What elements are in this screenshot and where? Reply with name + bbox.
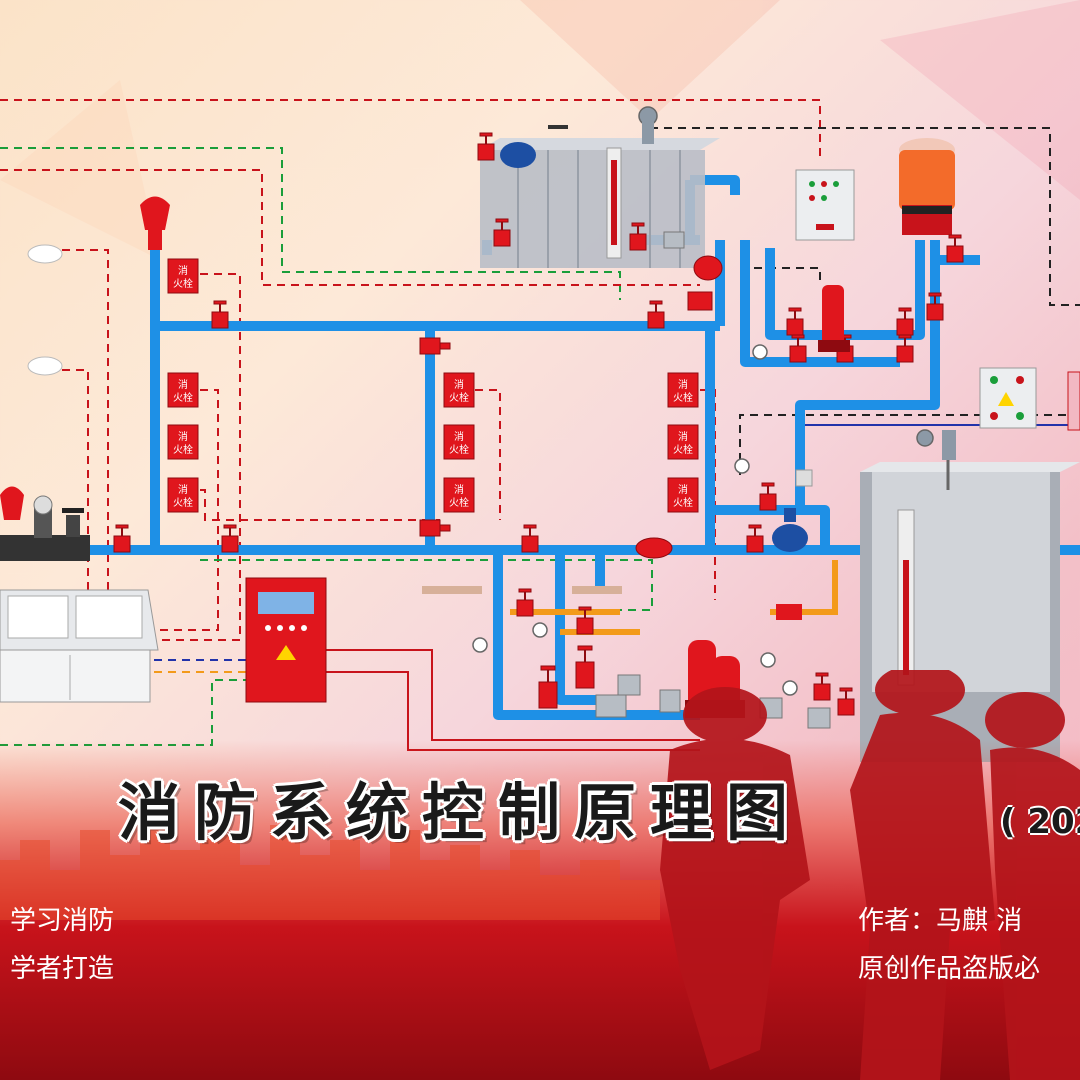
- fire-control-cabinet: [245, 577, 327, 703]
- hydrant-label: 消火栓: [173, 264, 193, 290]
- hydrant-box: 消火栓: [167, 477, 199, 513]
- hydrant-label: 消火栓: [673, 430, 693, 456]
- hydrant-box: 消火栓: [443, 424, 475, 460]
- pump-control-panel: [795, 169, 855, 241]
- hydrant-label: 消火栓: [449, 378, 469, 404]
- hydrant-box: 消火栓: [667, 477, 699, 513]
- hydrant-label: 消火栓: [173, 483, 193, 509]
- alarm-controller-console: [0, 589, 159, 703]
- air-release-valve-icon: [140, 196, 170, 250]
- hydrant-box: 消火栓: [167, 372, 199, 408]
- author-line: 作者：马麒 消: [858, 906, 1023, 936]
- slogan-line-1: 学习消防: [10, 906, 115, 936]
- background-shapes: [0, 0, 1080, 260]
- pressure-tank: [899, 138, 955, 235]
- smoke-detector-icon: [27, 244, 63, 376]
- fire-water-tank: [860, 462, 1080, 762]
- slogan-line-2: 学者打造: [10, 954, 115, 984]
- flow-switch-icon: [422, 586, 802, 620]
- hydrant-box: 消火栓: [443, 477, 475, 513]
- level-sensor-icon: [642, 110, 956, 490]
- hydrant-label: 消火栓: [173, 378, 193, 404]
- year-label: ( 202: [1000, 802, 1080, 842]
- level-control-box: [979, 367, 1080, 431]
- pressure-reducing-valve: [500, 125, 813, 552]
- hydrant-label: 消火栓: [449, 430, 469, 456]
- hydrant-label: 消火栓: [673, 483, 693, 509]
- page-title: 消防系统控制原理图: [118, 776, 803, 849]
- hydrant-box: 消火栓: [167, 424, 199, 460]
- hydrant-label: 消火栓: [449, 483, 469, 509]
- check-valve-icon: [595, 231, 831, 729]
- copyright-line: 原创作品盗版必: [858, 954, 1041, 984]
- hydrant-box: 消火栓: [167, 258, 199, 294]
- firefighter-silhouettes: [660, 670, 1080, 1080]
- hydrant-label: 消火栓: [173, 430, 193, 456]
- city-skyline: [0, 820, 660, 920]
- alarm-valve-group: [0, 486, 90, 561]
- hydrant-label: 消火栓: [673, 378, 693, 404]
- hydrant-box: 消火栓: [667, 372, 699, 408]
- hydrant-box: 消火栓: [667, 424, 699, 460]
- hydrant-box: 消火栓: [443, 372, 475, 408]
- hydrant-boxes: 消火栓 消火栓 消火栓 消火栓 消火栓 消火栓 消火栓 消火栓: [167, 258, 699, 513]
